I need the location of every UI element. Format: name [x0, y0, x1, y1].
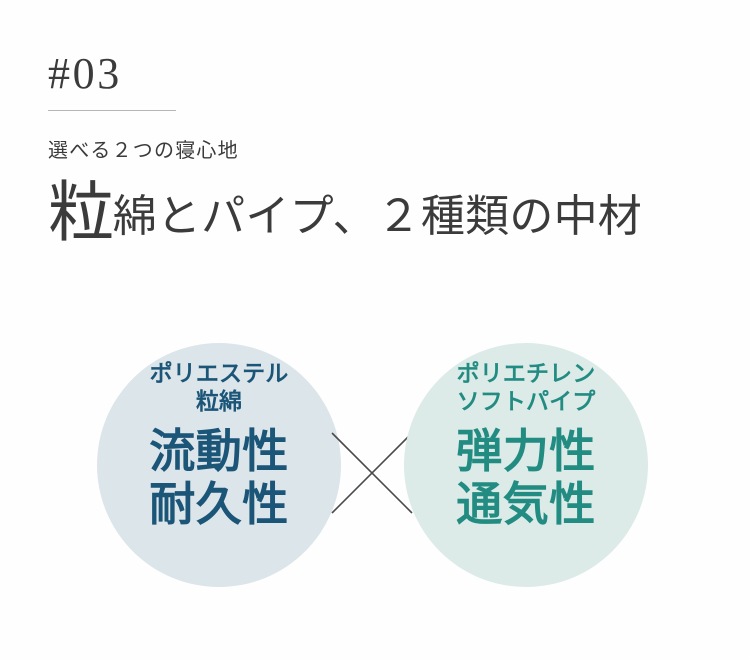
header-divider — [48, 110, 176, 111]
material-feature-line1: 流動性 — [149, 425, 289, 478]
material-feature-line2: 耐久性 — [149, 478, 289, 531]
material-features-polyester: 流動性 耐久性 — [149, 425, 288, 532]
material-kicker-line2: ソフトパイプ — [456, 388, 596, 415]
material-kicker-polyester: ポリエステル 粒綿 — [150, 359, 289, 415]
material-kicker-line1: ポリエステル — [149, 360, 289, 386]
section-header: #03 選べる２つの寝心地 粒綿とパイプ、２種類の中材 — [48, 52, 688, 245]
material-circle-polyester: ポリエステル 粒綿 流動性 耐久性 — [97, 343, 341, 587]
material-feature-line1: 弾力性 — [456, 425, 596, 478]
section-headline: 粒綿とパイプ、２種類の中材 — [48, 179, 688, 245]
material-kicker-line2: 粒綿 — [195, 388, 243, 415]
section-number: #03 — [48, 49, 122, 98]
material-kicker-line1: ポリエチレン — [456, 360, 596, 386]
material-feature-line2: 通気性 — [456, 478, 596, 531]
headline-lead-character: 粒 — [48, 175, 114, 249]
section-subtitle: 選べる２つの寝心地 — [48, 140, 239, 162]
headline-remainder: 綿とパイプ、２種類の中材 — [112, 192, 643, 241]
material-kicker-polyethylene: ポリエチレン ソフトパイプ — [457, 359, 596, 415]
materials-diagram: ポリエステル 粒綿 流動性 耐久性 ポリエチレン ソフトパイプ 弾力性 通気性 — [0, 343, 750, 593]
material-features-polyethylene: 弾力性 通気性 — [456, 425, 595, 532]
x-cross-icon — [330, 431, 414, 515]
material-circle-polyethylene: ポリエチレン ソフトパイプ 弾力性 通気性 — [404, 343, 648, 587]
